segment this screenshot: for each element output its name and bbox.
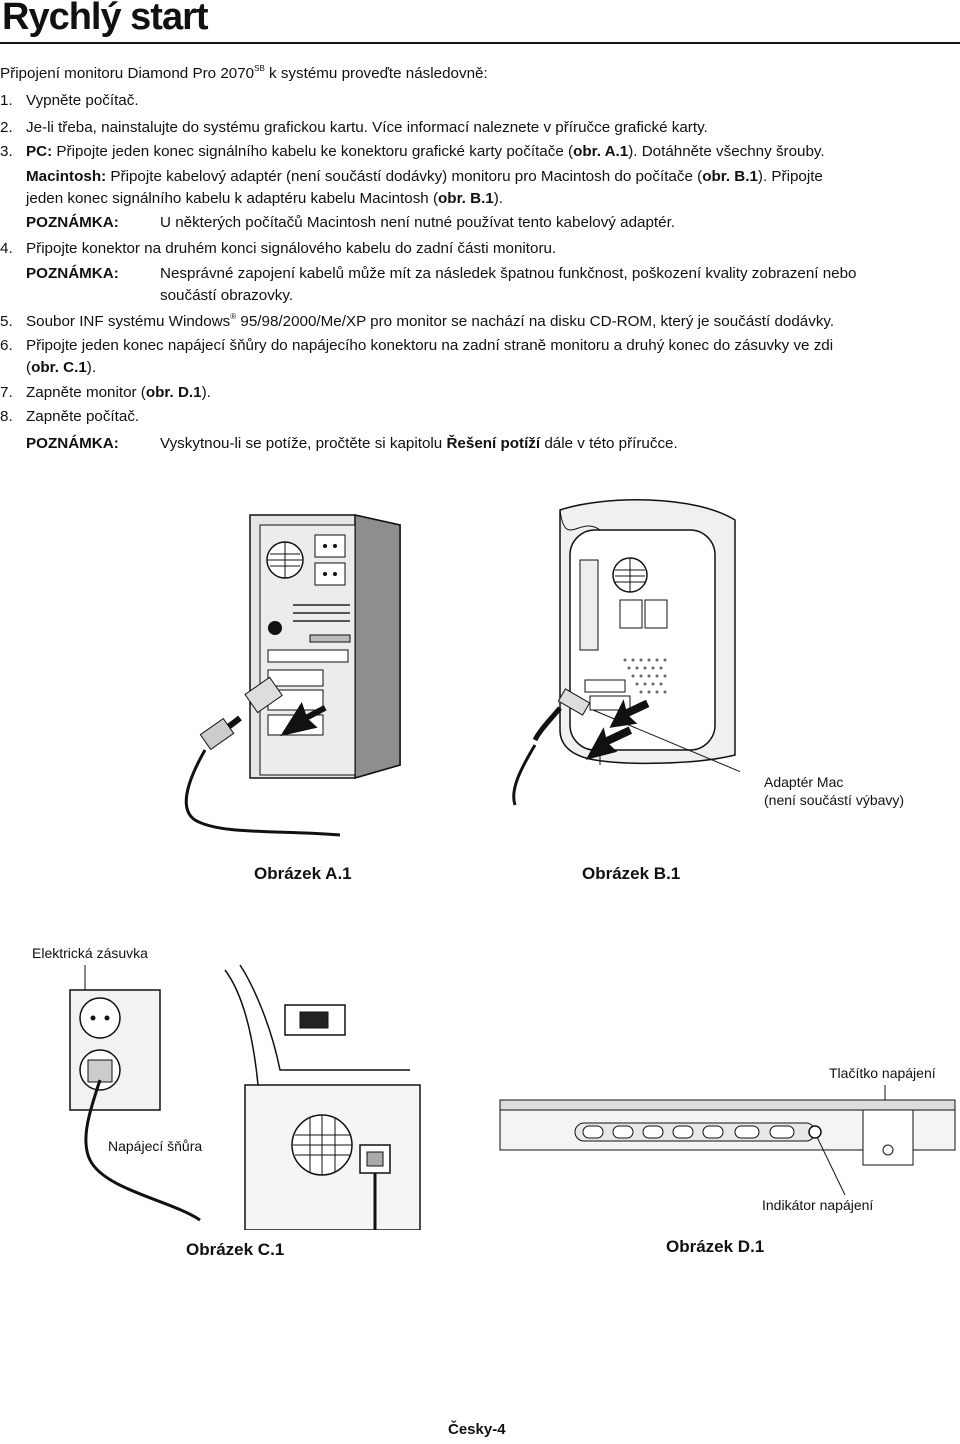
step-5: 5. Soubor INF systému Windows® 95/98/2000… [0,311,834,333]
step-2: 2. Je-li třeba, nainstalujte do systému g… [0,117,708,139]
intro-post: k systému proveďte následovně: [264,65,488,82]
power-indicator-label: Indikátor napájení [762,1197,874,1213]
step-text: Zapněte monitor ( [26,384,146,401]
monitor-front-panel-illustration [499,1085,956,1195]
title-rule [0,42,960,44]
mac-instruction-line2: jeden konec signálního kabelu k adaptéru… [26,188,503,210]
step-text: ). [86,359,97,376]
step-6-line2: (obr. C.1). [26,357,96,379]
step-number: 8. [0,408,13,425]
figure-ref: obr. B.1 [438,190,494,207]
mac-text: ). [493,190,504,207]
step-text: ). Dotáhněte všechny šrouby. [628,143,825,160]
note-label: POZNÁMKA: [26,265,119,282]
step-3: 3. PC: Připojte jeden konec signálního ka… [0,141,825,163]
power-cord-label: Napájecí šňůra [106,1138,205,1154]
mac-adapter-note: (není součástí výbavy) [764,792,905,808]
step-4: 4. Připojte konektor na druhém konci sign… [0,238,556,260]
troubleshooting-ref: Řešení potíží [446,435,541,452]
step-number: 3. [0,143,13,160]
power-button-label: Tlačítko napájení [829,1065,936,1081]
step-1: 1. Vypněte počítač. [0,90,139,112]
outlet-label: Elektrická zásuvka [32,945,148,961]
figure-ref: obr. C.1 [31,359,87,376]
note-text-line2: součástí obrazovky. [160,287,294,304]
intro-text: Připojení monitoru Diamond Pro 2070SB k … [0,63,488,85]
mac-text: jeden konec signálního kabelu k adaptéru… [26,190,439,207]
registered-mark: ® [230,312,237,321]
mac-text: ). Připojte [757,168,823,185]
note-3: POZNÁMKA: Vyskytnou-li se potíže, pročtět… [26,433,678,455]
step-8: 8. Zapněte počítač. [0,406,139,428]
pc-label: PC: [26,143,53,160]
power-connection-illustration [69,964,421,1230]
step-text: ( [26,359,32,376]
step-6: 6. Připojte jeden konec napájecí šňůry do… [0,335,833,357]
intro-pre: Připojení monitoru Diamond Pro 2070 [0,65,255,82]
page-footer: Česky-4 [448,1421,506,1438]
step-number: 2. [0,119,13,136]
pc-tower-illustration [184,514,401,837]
note-1: POZNÁMKA: U některých počítačů Macintosh … [26,212,675,234]
step-text: Soubor INF systému Windows [26,313,231,330]
page-title: Rychlý start [2,0,209,38]
step-number: 6. [0,337,13,354]
step-text: Zapněte počítač. [26,408,140,425]
step-text: ). [201,384,211,401]
note-text: dále v této příručce. [540,435,678,452]
note-label: POZNÁMKA: [26,435,119,452]
step-number: 4. [0,240,13,257]
figure-ref: obr. B.1 [702,168,758,185]
step-text: Vypněte počítač. [26,92,139,109]
mac-instruction: Macintosh: Připojte kabelový adaptér (ne… [26,166,823,188]
note-text: Vyskytnou-li se potíže, pročtěte si kapi… [160,435,447,452]
figure-a-caption: Obrázek A.1 [254,864,352,883]
step-7: 7. Zapněte monitor (obr. D.1). [0,382,211,404]
step-number: 1. [0,92,13,109]
figure-ref: obr. A.1 [573,143,629,160]
note-2: POZNÁMKA: Nesprávné zapojení kabelů může … [26,263,857,285]
step-number: 5. [0,313,13,330]
figure-ref: obr. D.1 [145,384,202,401]
note-text: U některých počítačů Macintosh není nutn… [160,214,676,231]
intro-sup: SB [254,64,265,73]
step-text: Je-li třeba, nainstalujte do systému gra… [26,119,708,136]
step-text: 95/98/2000/Me/XP pro monitor se nachází … [236,313,835,330]
step-text: Připojte jeden konec napájecí šňůry do n… [26,337,834,354]
mac-text: Připojte kabelový adaptér (není součástí… [106,168,703,185]
step-text: Připojte jeden konec signálního kabelu k… [52,143,574,160]
figure-c-caption: Obrázek C.1 [186,1240,285,1259]
step-number: 7. [0,384,13,401]
step-text: Připojte konektor na druhém konci signál… [26,240,557,257]
figure-b-caption: Obrázek B.1 [582,864,681,883]
note-label: POZNÁMKA: [26,214,119,231]
figure-d-caption: Obrázek D.1 [666,1237,765,1256]
mac-illustration [512,499,740,806]
note-text: Nesprávné zapojení kabelů může mít za ná… [160,265,857,282]
mac-adapter-label: Adaptér Mac [764,774,844,790]
mac-label: Macintosh: [26,168,107,185]
